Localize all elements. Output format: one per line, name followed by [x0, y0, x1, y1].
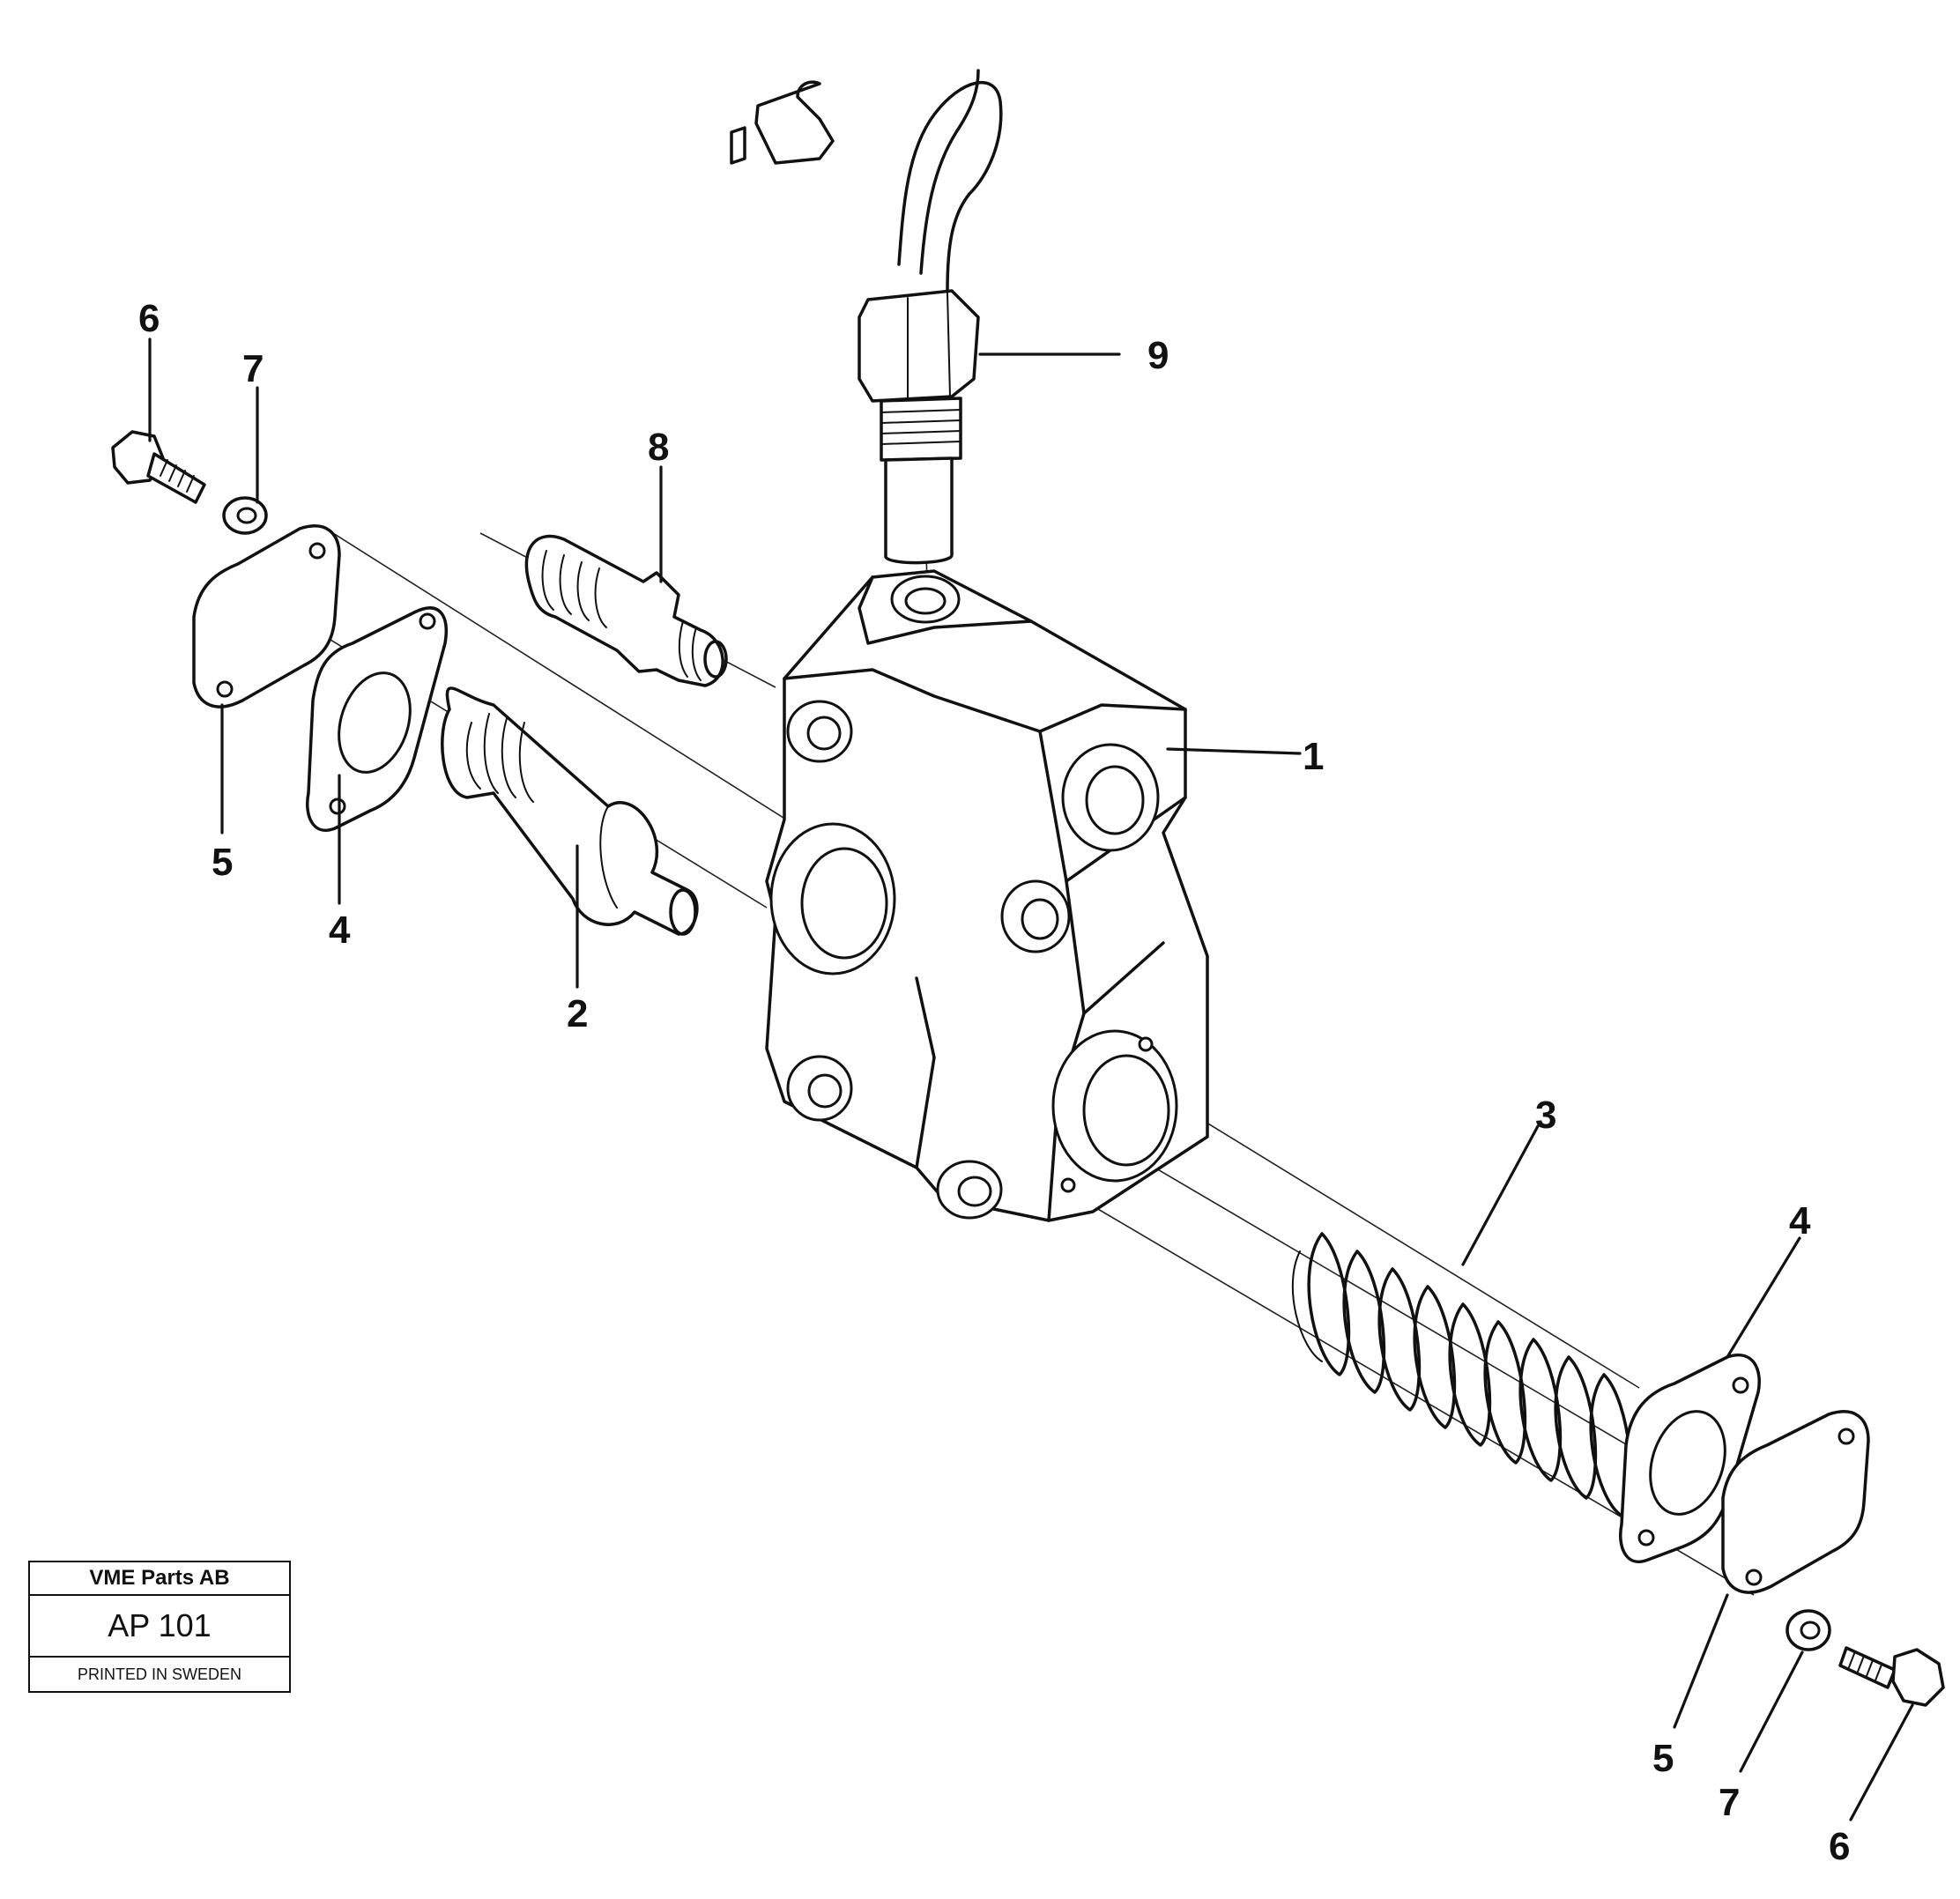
sensor [730, 69, 1003, 565]
bolt-left [111, 430, 206, 504]
callout-6-right: 6 [1829, 1825, 1850, 1868]
spool [441, 686, 699, 936]
cover-plate-right [1721, 1410, 1870, 1594]
callout-7-right: 7 [1719, 1781, 1740, 1824]
gasket-left [306, 606, 448, 832]
callout-3: 3 [1535, 1094, 1556, 1137]
cover-plate-left [192, 524, 341, 708]
title-block-drawing-code: AP 101 [30, 1596, 289, 1658]
fitting [524, 534, 728, 687]
callout-7-left: 7 [242, 347, 264, 390]
callout-6-left: 6 [138, 297, 160, 340]
callout-4-left: 4 [329, 909, 351, 952]
callout-8: 8 [648, 426, 669, 469]
callout-9: 9 [1147, 334, 1169, 377]
bolt-right [1838, 1646, 1945, 1707]
valve-housing [765, 569, 1209, 1222]
spring [1291, 1232, 1633, 1517]
title-block-printed: PRINTED IN SWEDEN [77, 1665, 241, 1683]
callout-4-right: 4 [1789, 1199, 1811, 1243]
title-block: VME Parts AB AP 101 PRINTED IN SWEDEN [28, 1561, 291, 1693]
callout-2: 2 [567, 992, 588, 1035]
washer-left [222, 496, 268, 535]
callout-5-right: 5 [1652, 1737, 1674, 1780]
washer-right [1786, 1609, 1831, 1651]
callout-1: 1 [1303, 735, 1324, 778]
callout-5-left: 5 [212, 841, 233, 884]
gasket-right [1619, 1354, 1761, 1563]
leader-lines [148, 338, 1914, 1821]
title-block-company: VME Parts AB [30, 1562, 289, 1596]
